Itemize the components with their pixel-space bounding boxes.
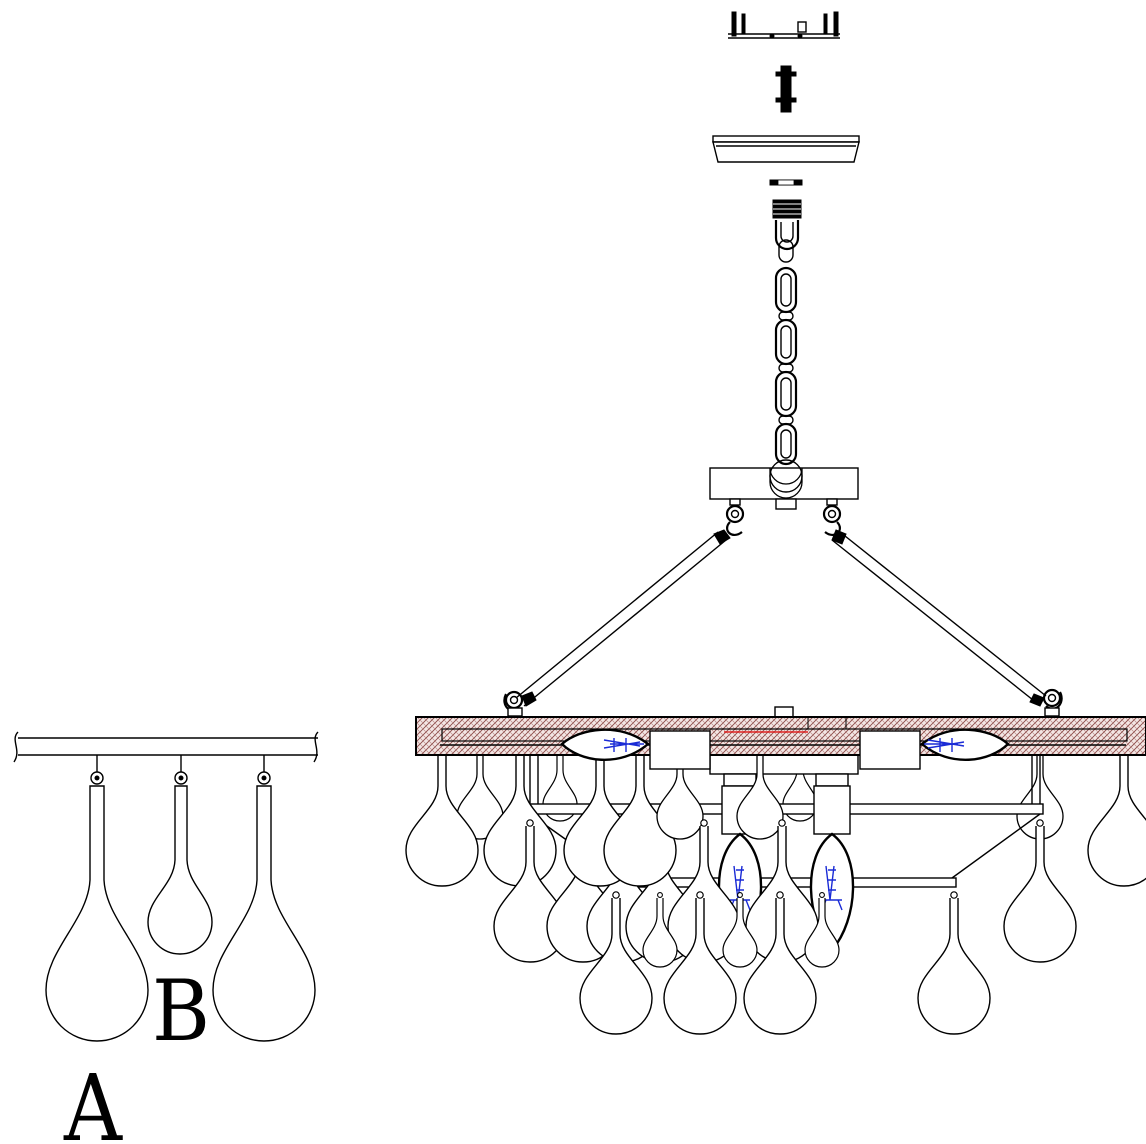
detail-drop-b [147, 755, 213, 955]
hub-hook-right [822, 498, 842, 537]
loop-connector [772, 199, 802, 251]
bulb-right [859, 728, 1010, 770]
label-b: B [152, 962, 210, 1060]
detail-drop-a-right [212, 755, 316, 1042]
label-a: A [63, 1055, 123, 1144]
wood-beam [415, 706, 1146, 756]
rod-left [503, 529, 731, 717]
lock-washer [769, 179, 803, 186]
hub-hook-left [725, 498, 745, 537]
mounting-bracket [728, 11, 840, 39]
bulb-left [560, 728, 711, 770]
rod-right [831, 529, 1063, 717]
threaded-nipple [775, 65, 797, 113]
detail-rail [13, 731, 319, 763]
hub-block [709, 459, 859, 510]
chain [774, 239, 798, 466]
detail-drop-a-left [45, 755, 149, 1042]
canopy [712, 135, 860, 163]
